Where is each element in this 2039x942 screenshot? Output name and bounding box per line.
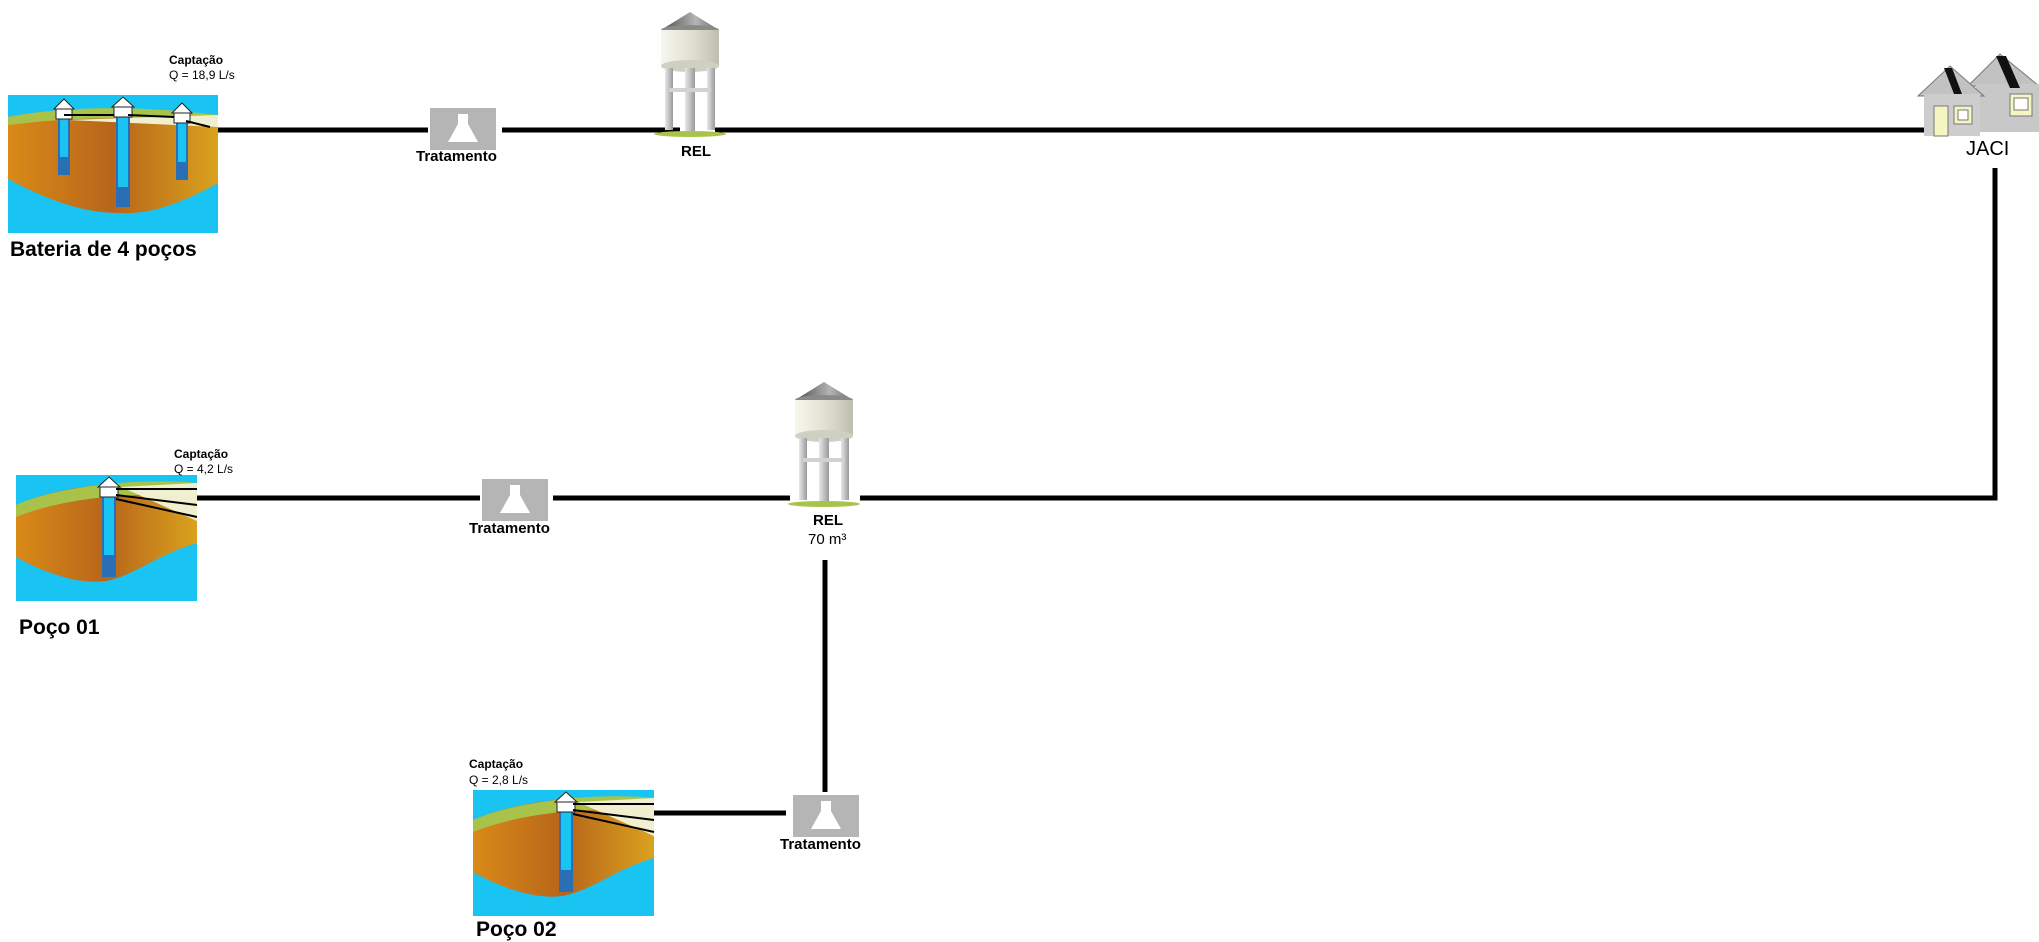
rel2-volume: 70 m³ <box>808 531 847 548</box>
bateria-name: Bateria de 4 poços <box>10 238 197 261</box>
pipe-jaci-to-rel2 <box>860 168 1998 501</box>
flask-icon <box>500 485 530 513</box>
poco01-captacao-title: Captação <box>174 447 229 461</box>
pipe-network <box>188 127 1998 816</box>
poco01-name: Poço 01 <box>19 616 100 639</box>
bateria-flow-rate: Q = 18,9 L/s <box>169 68 235 82</box>
treatment-box-3 <box>793 795 859 837</box>
houses-icon <box>1916 53 2039 137</box>
poco02-flow-rate: Q = 2,8 L/s <box>469 773 529 787</box>
water-tower-icon <box>654 12 726 137</box>
treatment-1-label: Tratamento <box>416 148 497 165</box>
treatment-box-2 <box>482 479 548 521</box>
poco02-name: Poço 02 <box>476 918 557 941</box>
city-label: JACI <box>1966 138 2010 160</box>
rel2-label: REL <box>813 512 843 529</box>
flask-icon <box>448 114 478 142</box>
bateria-captacao-title: Captação <box>169 53 224 67</box>
treatment-3-label: Tratamento <box>780 836 861 853</box>
water-tower-icon <box>788 382 860 507</box>
treatment-box-1 <box>430 108 496 150</box>
well-icon <box>16 475 198 601</box>
poco01-flow-rate: Q = 4,2 L/s <box>174 462 234 476</box>
well-battery-icon <box>8 95 218 233</box>
well-icon <box>473 790 655 916</box>
treatment-2-label: Tratamento <box>469 520 550 537</box>
rel1-label: REL <box>681 143 711 160</box>
poco02-captacao-title: Captação <box>469 757 524 771</box>
flask-icon <box>811 801 841 829</box>
